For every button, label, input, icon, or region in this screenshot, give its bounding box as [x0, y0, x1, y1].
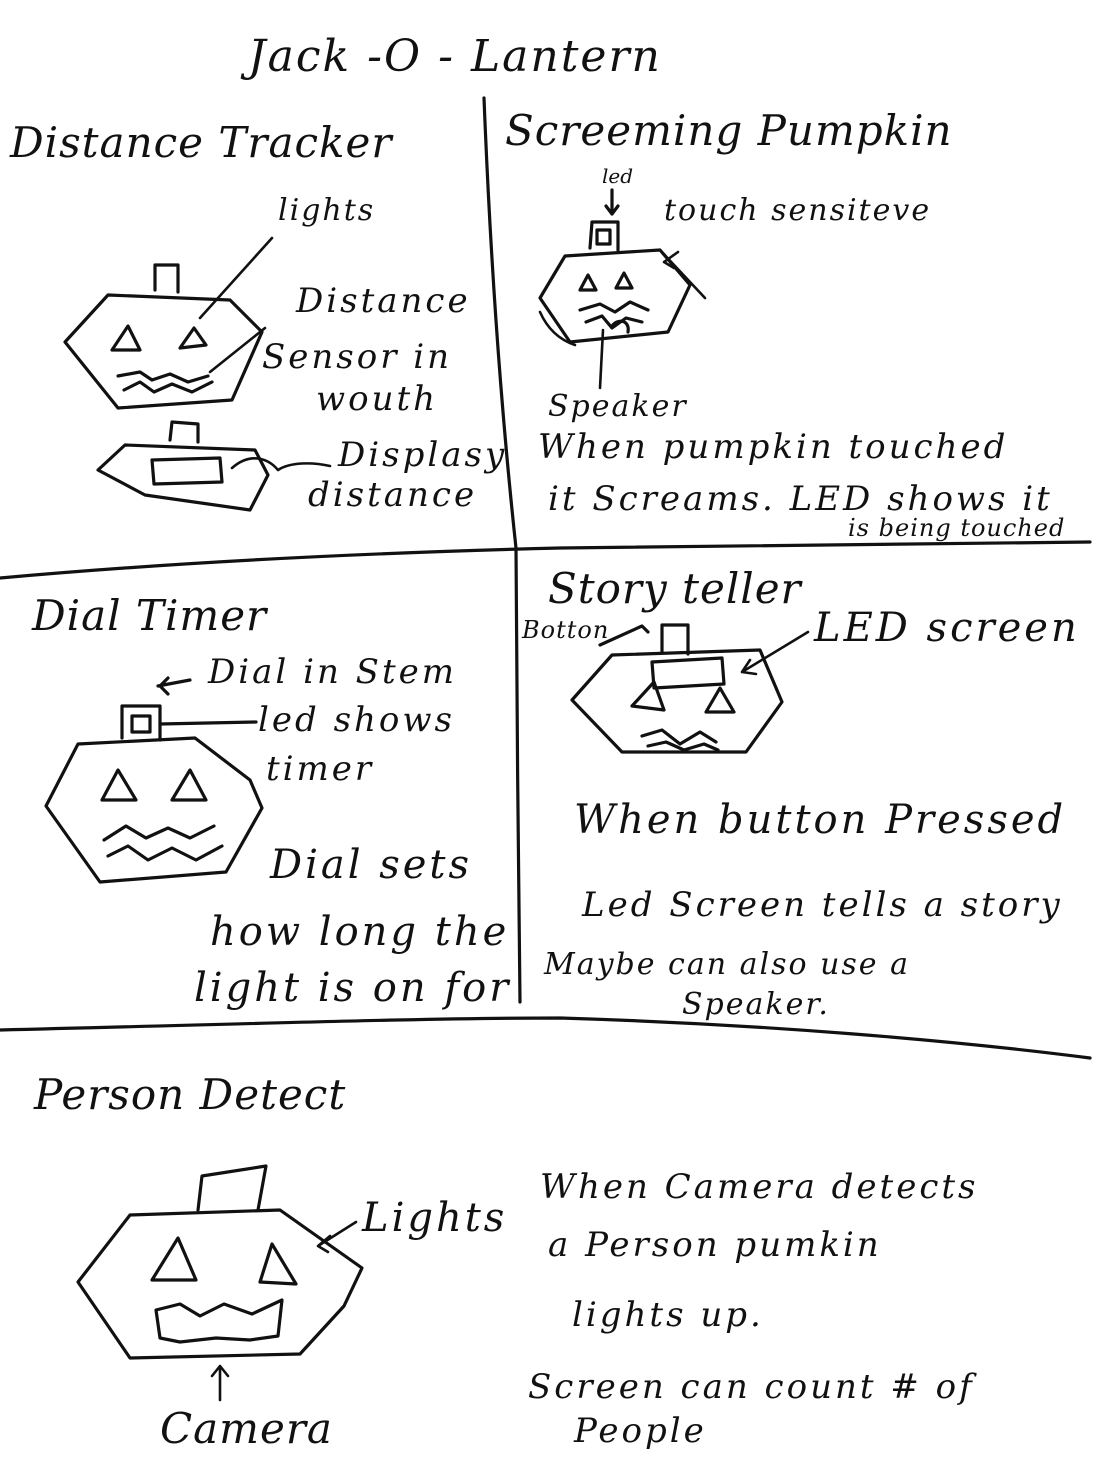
distance-sensor-label-line1: Distance: [296, 281, 471, 321]
story-teller-desc-line2: Led Screen tells a story: [582, 885, 1063, 925]
distance-tracker-pumpkin: [63, 263, 264, 410]
page-title: Jack -O - Lantern: [248, 31, 662, 82]
distance-sensor-label-line2: Sensor in: [262, 337, 453, 377]
divider-horizontal-bottom: [0, 1016, 1092, 1060]
person-detect-desc-line4: Screen can count # of: [528, 1367, 975, 1407]
screaming-pumpkin-speaker-label: Speaker: [548, 389, 688, 424]
distance-tracker-arrows: [198, 236, 274, 374]
dial-timer-led-label-line1: led shows: [258, 700, 455, 740]
screaming-pumpkin: [538, 188, 707, 390]
screaming-pumpkin-desc-line1: When pumpkin touched: [538, 427, 1009, 467]
screaming-pumpkin-desc-line3: is being touched: [848, 514, 1066, 542]
display-distance-label-line1: Displasy: [338, 435, 508, 475]
dial-timer-desc-line2: how long the: [210, 909, 510, 955]
screaming-pumpkin-desc-line2: it Screams. LED shows it: [548, 479, 1053, 519]
distance-display-device: [96, 420, 332, 512]
story-teller-button-label: Botton: [522, 616, 610, 644]
person-detect-desc-line5: People: [574, 1411, 707, 1451]
person-detect-pumpkin: [76, 1164, 364, 1402]
person-detect-heading: Person Detect: [34, 1070, 347, 1119]
story-teller-screen-label: LED screen: [814, 605, 1080, 651]
divider-vertical-top: [482, 96, 518, 550]
dial-timer-pumpkin: [44, 676, 264, 884]
dial-timer-desc-line3: light is on for: [194, 965, 512, 1011]
story-teller-desc-line4: Speaker.: [682, 987, 830, 1022]
display-distance-label-line2: distance: [308, 475, 478, 515]
divider-vertical-middle: [514, 546, 522, 1004]
dial-timer-dial-label: Dial in Stem: [208, 652, 457, 692]
divider-horizontal-top: [0, 540, 1092, 580]
distance-tracker-heading: Distance Tracker: [10, 118, 393, 167]
person-detect-desc-line3: lights up.: [572, 1295, 764, 1335]
distance-tracker-lights-label: lights: [278, 193, 376, 228]
screaming-pumpkin-touch-label: touch sensiteve: [664, 193, 932, 228]
screaming-pumpkin-led-label: led: [602, 164, 634, 188]
person-detect-camera-label: Camera: [160, 1404, 333, 1453]
dial-timer-led-label-line2: timer: [266, 749, 375, 789]
story-teller-desc-line1: When button Pressed: [574, 797, 1067, 843]
screaming-pumpkin-heading: Screeming Pumpkin: [505, 106, 953, 155]
story-teller-heading: Story teller: [548, 564, 802, 613]
dial-timer-desc-line1: Dial sets: [270, 842, 473, 888]
story-teller-pumpkin: [570, 623, 810, 754]
person-detect-desc-line2: a Person pumkin: [548, 1225, 882, 1265]
person-detect-desc-line1: When Camera detects: [540, 1167, 979, 1207]
distance-sensor-label-line3: wouth: [316, 379, 439, 419]
dial-timer-heading: Dial Timer: [32, 591, 268, 640]
story-teller-desc-line3: Maybe can also use a: [544, 947, 910, 982]
person-detect-lights-label: Lights: [362, 1195, 508, 1241]
